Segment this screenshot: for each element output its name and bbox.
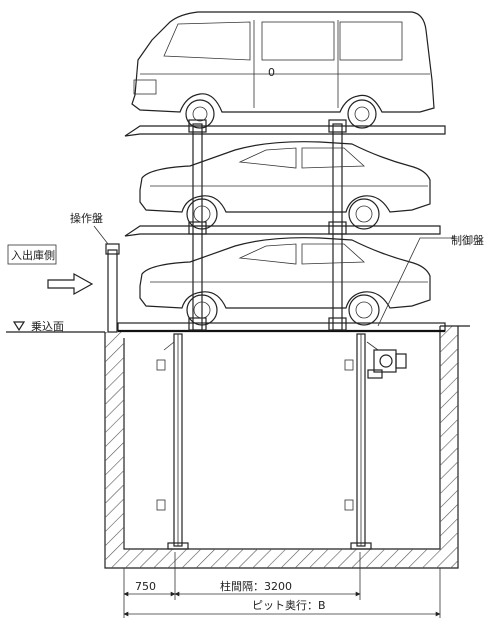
front-column-base	[167, 542, 189, 550]
van-door-mark: 0	[268, 66, 275, 79]
dim-column-spacing-label: 柱間隔：3200	[220, 579, 292, 593]
entry-side-box	[7, 244, 57, 265]
pit-floor-hatch	[124, 549, 440, 568]
entry-side-label: 入出庫側	[11, 248, 55, 262]
dimensions	[123, 552, 441, 618]
sedan-middle-front-wheel	[186, 198, 218, 230]
operation-panel-label: 操作盤	[70, 211, 103, 225]
boarding-surface-label: 乗込面	[31, 320, 64, 333]
van-window-1	[261, 21, 335, 61]
van: 0	[131, 11, 435, 129]
platforms	[117, 119, 446, 333]
rear-column-base	[350, 542, 372, 550]
van-windshield	[163, 21, 251, 61]
van-front-wheel	[185, 99, 215, 129]
operation-panel	[93, 225, 120, 333]
columns	[156, 123, 379, 550]
pit-right-wall-hatch	[440, 326, 458, 568]
entry-arrow	[47, 272, 94, 296]
dim-pit-depth-label: ピット奥行：B	[252, 598, 326, 612]
control-panel	[367, 237, 454, 379]
sedan-lower-rear-wheel	[348, 294, 380, 326]
sedan-lower	[139, 237, 431, 326]
pit-inner-wall	[123, 326, 441, 550]
van-window-2	[339, 21, 403, 61]
operation-panel-post	[107, 249, 118, 333]
control-panel-label: 制御盤	[451, 233, 484, 247]
pit-left-wall-hatch	[105, 332, 124, 568]
pit-platform	[117, 322, 446, 332]
sedan-middle-rear-wheel	[348, 198, 380, 230]
top-platform	[124, 125, 446, 137]
rear-column-upper	[332, 123, 343, 331]
middle-platform	[124, 225, 441, 237]
control-motor	[373, 349, 397, 373]
pit	[6, 325, 470, 569]
sedan-middle	[139, 141, 431, 230]
sedan-lower-front-wheel	[186, 294, 218, 326]
pit-outer-wall	[104, 326, 459, 569]
dim-left-label: 750	[135, 580, 156, 593]
van-rear-wheel	[347, 99, 377, 129]
boarding-surface-marker	[12, 321, 26, 332]
